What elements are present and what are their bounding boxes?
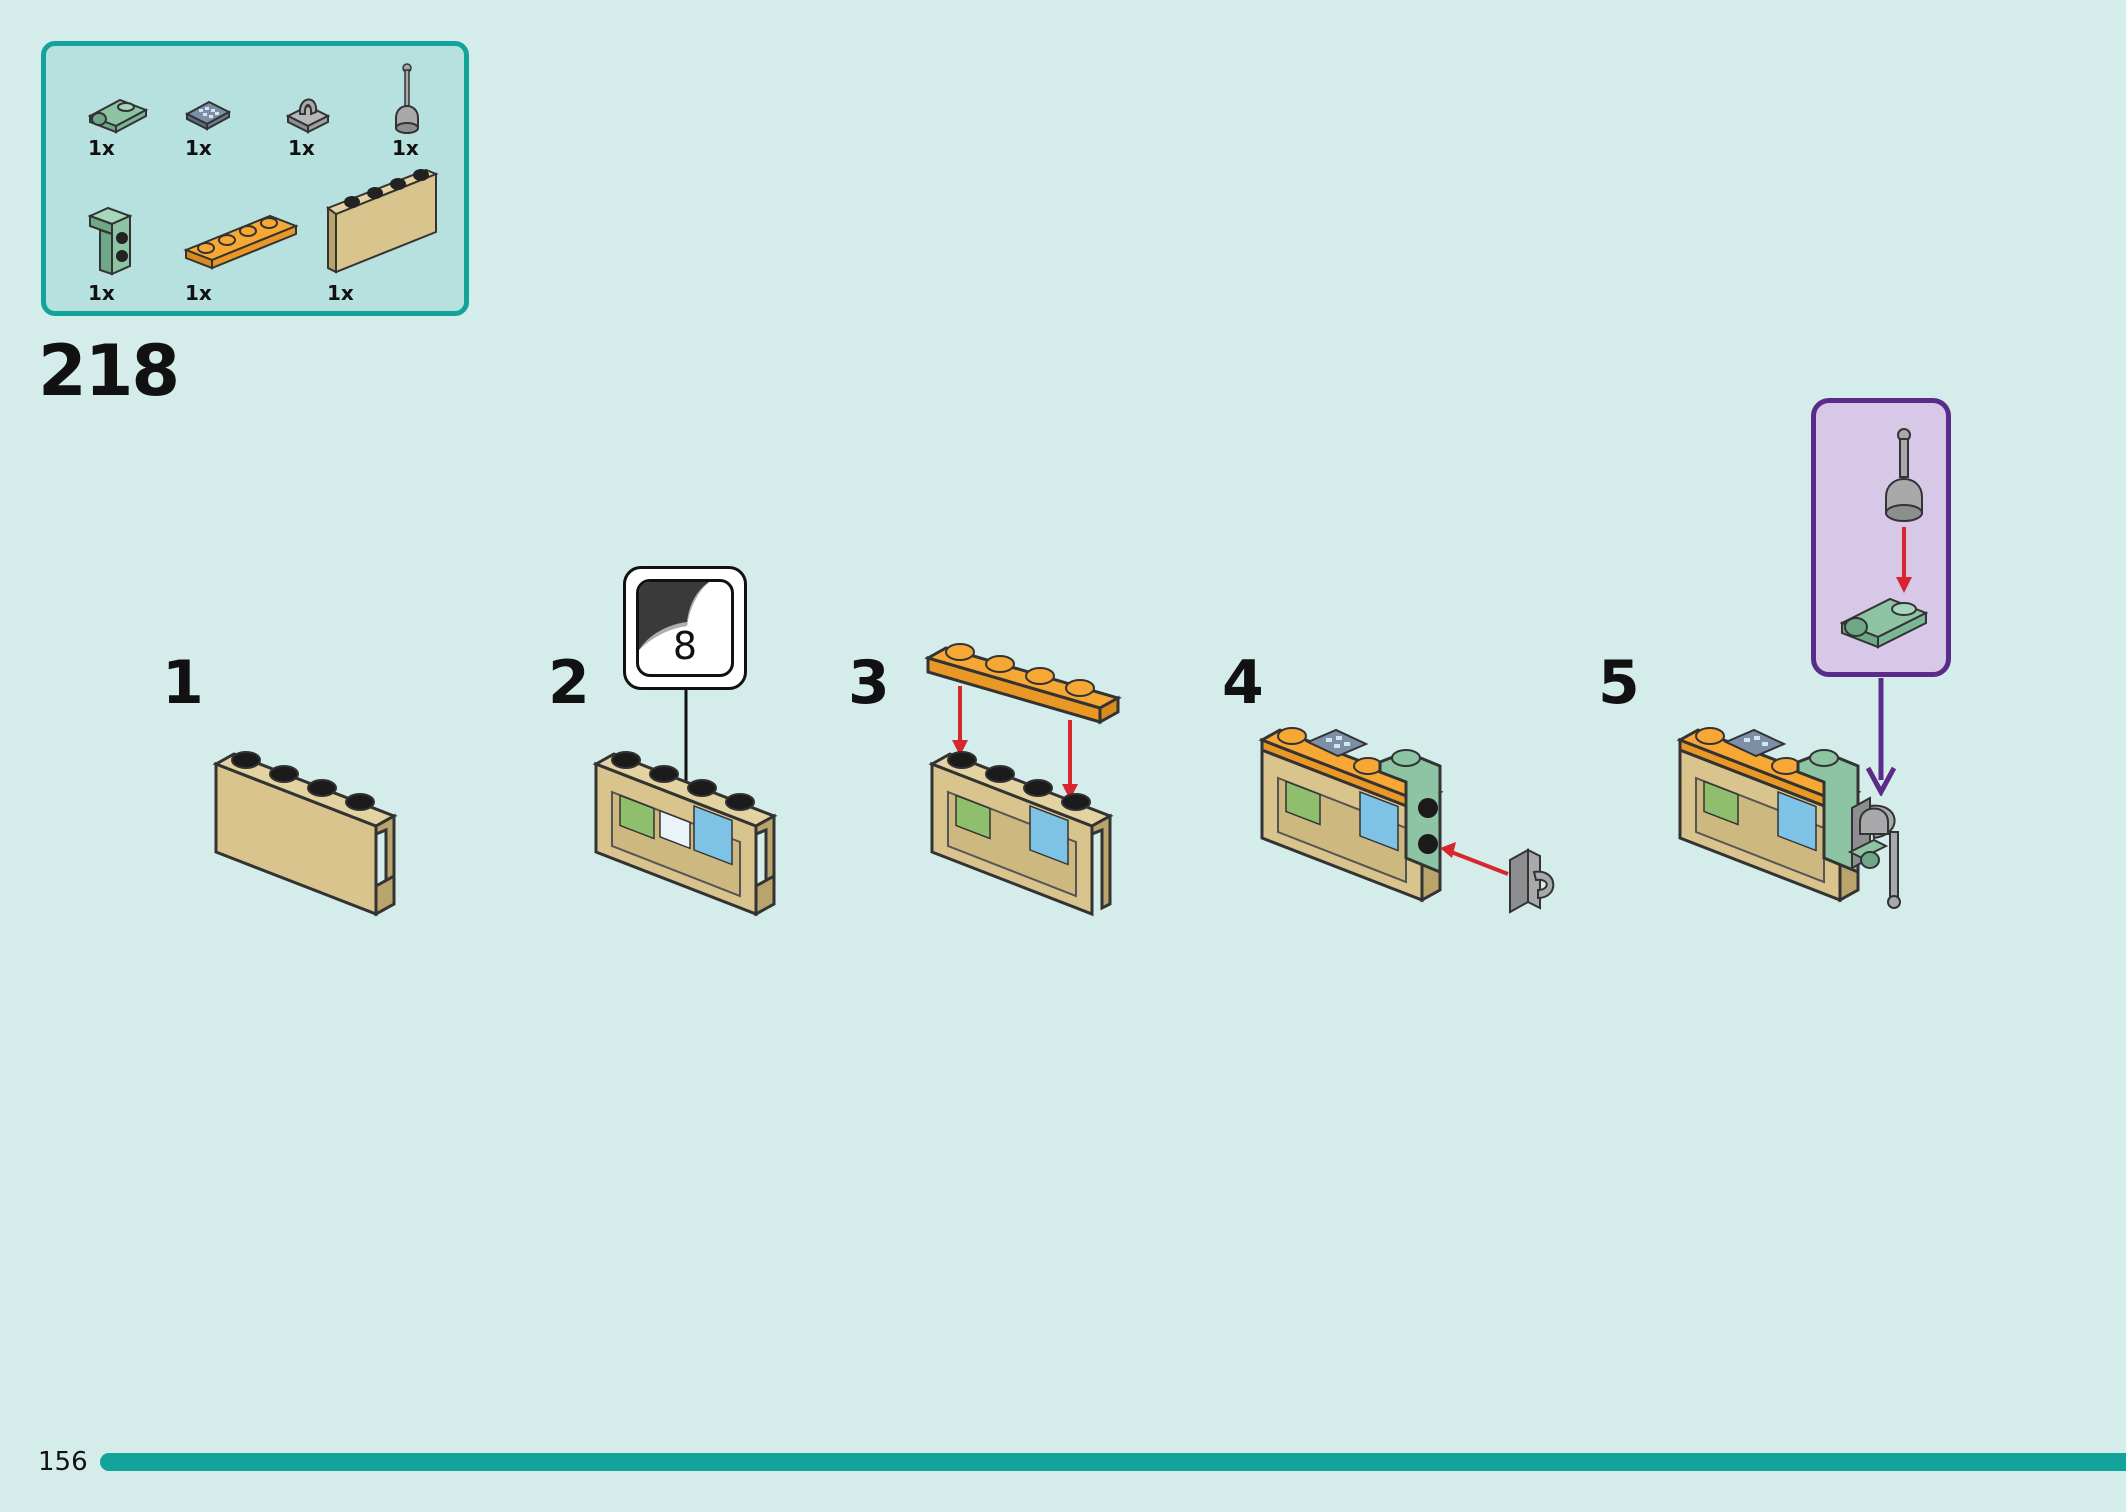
part-qty: 1x bbox=[327, 281, 354, 305]
printed-keypad-tile-icon bbox=[184, 100, 232, 131]
antenna-into-clip-plate-icon bbox=[1839, 428, 1929, 649]
progress-bar bbox=[100, 1453, 2126, 1471]
part-qty: 1x bbox=[185, 281, 212, 305]
sand-green-bracket-icon bbox=[87, 206, 133, 276]
part-qty: 1x bbox=[88, 281, 115, 305]
sub-step-number: 1 bbox=[162, 648, 204, 718]
part-qty: 1x bbox=[88, 136, 115, 160]
sub-step-number: 3 bbox=[848, 648, 890, 718]
sand-green-clip-plate-icon bbox=[87, 98, 149, 134]
sub-assembly-callout bbox=[1811, 398, 1951, 677]
tan-panel-1x4-icon bbox=[325, 168, 439, 274]
sub-step-number: 4 bbox=[1222, 648, 1264, 718]
tan-panel-assembly-icon bbox=[212, 751, 398, 917]
add-bracket-clip-assembly-icon bbox=[1258, 727, 1555, 914]
add-orange-plate-assembly-icon bbox=[924, 643, 1122, 917]
parts-list-box: 1x 1x 1x 1x 1x bbox=[41, 41, 469, 316]
part-qty: 1x bbox=[288, 136, 315, 160]
completed-console-assembly-icon bbox=[1676, 727, 1901, 909]
sub-step-number: 2 bbox=[548, 648, 590, 718]
sub-step-number: 5 bbox=[1598, 648, 1640, 718]
grey-clip-icon bbox=[285, 98, 331, 134]
progress-bar-fill bbox=[100, 1453, 2126, 1471]
sticker-icon: 8 bbox=[636, 579, 734, 677]
page-number: 156 bbox=[38, 1447, 88, 1477]
page-step-number: 218 bbox=[38, 330, 180, 412]
panel-with-sticker-assembly-icon bbox=[592, 690, 778, 917]
grey-antenna-icon bbox=[395, 63, 419, 134]
purple-arrow-icon bbox=[1866, 678, 1896, 796]
part-qty: 1x bbox=[392, 136, 419, 160]
orange-plate-1x4-icon bbox=[183, 214, 299, 270]
sticker-number: 8 bbox=[672, 624, 698, 668]
part-qty: 1x bbox=[185, 136, 212, 160]
sticker-callout: 8 bbox=[623, 566, 747, 690]
